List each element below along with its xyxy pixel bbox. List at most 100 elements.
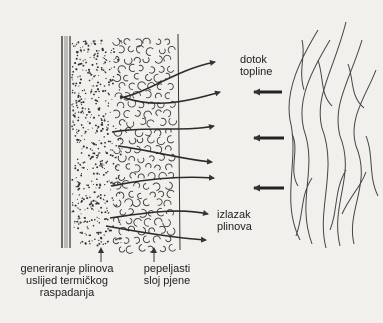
gas-dot <box>107 124 108 125</box>
gas-dot <box>80 102 82 104</box>
gas-dot <box>80 49 82 51</box>
gas-dot <box>110 79 112 81</box>
gas-dot <box>105 203 106 204</box>
gas-dot <box>102 115 104 117</box>
foam-bubble <box>167 136 173 143</box>
gas-dot <box>73 46 74 47</box>
gas-dot <box>73 114 75 116</box>
gas-dot <box>81 232 83 234</box>
gas-dot <box>121 151 122 152</box>
gas-dot <box>96 184 98 186</box>
gas-dot <box>96 50 97 51</box>
gas-dot <box>105 100 106 101</box>
gas-dot <box>115 157 116 158</box>
gas-dot <box>80 242 81 243</box>
gas-dot <box>91 156 93 158</box>
foam-bubble <box>139 102 144 108</box>
foam-bubble <box>159 154 164 160</box>
gas-dot <box>96 131 98 133</box>
gas-dot <box>85 62 87 64</box>
foam-bubble <box>128 101 136 107</box>
gas-outflow-line-2: plinova <box>217 221 252 233</box>
foam-bubble <box>169 244 175 251</box>
gas-dot <box>91 64 93 66</box>
gas-dot <box>95 75 96 76</box>
gas-dot <box>116 204 118 206</box>
foam-bubble <box>128 46 133 52</box>
gas-dot <box>78 223 80 225</box>
gas-dot <box>101 122 103 124</box>
gas-dot <box>97 53 99 55</box>
gas-dot <box>78 130 80 132</box>
heat-inflow-line-1: dotok <box>240 54 272 66</box>
gas-dot <box>90 74 92 76</box>
gas-dot <box>115 145 117 147</box>
gas-dot <box>90 92 91 93</box>
gas-dot <box>96 157 98 159</box>
foam-bubble <box>157 84 162 90</box>
foam-bubble <box>148 136 155 143</box>
gas-dot <box>88 45 90 47</box>
gas-dot <box>93 209 94 210</box>
gas-dot <box>105 172 107 174</box>
gas-dot <box>121 42 122 43</box>
gas-dot <box>107 105 109 107</box>
gas-dot <box>98 148 99 149</box>
gas-dot <box>101 119 103 121</box>
gas-dot <box>97 221 98 222</box>
gas-dot <box>95 187 96 188</box>
gas-dot <box>95 124 97 126</box>
gas-dot <box>76 51 78 53</box>
gas-generation-zone <box>71 40 122 247</box>
foam-bubble <box>156 39 161 44</box>
gas-dot <box>80 47 81 48</box>
gas-dot <box>84 40 86 42</box>
gas-dot <box>82 46 83 47</box>
gas-dot <box>98 211 99 212</box>
gas-dot <box>72 128 74 130</box>
foam-bubble <box>143 199 149 206</box>
gas-dot <box>74 62 76 64</box>
foam-bubble <box>125 199 133 207</box>
gas-arrow <box>112 177 214 186</box>
gas-dot <box>118 238 120 240</box>
foam-bubble <box>160 226 166 233</box>
foam-bubble <box>150 192 155 197</box>
gas-dot <box>77 55 79 57</box>
gas-dot <box>110 52 111 53</box>
gas-dot <box>72 90 73 91</box>
gas-dot <box>77 207 78 208</box>
foam-bubble <box>156 110 161 116</box>
gas-dot <box>93 93 95 95</box>
foam-bubble <box>118 156 126 162</box>
foam-bubble <box>119 83 125 89</box>
gas-dot <box>78 93 79 94</box>
gas-dot <box>102 167 103 168</box>
foam-bubble <box>119 46 124 53</box>
gas-dot <box>100 161 102 163</box>
gas-dot <box>100 232 102 234</box>
gas-dot <box>101 163 102 164</box>
gas-dot <box>78 215 80 217</box>
foam-bubble <box>135 130 143 137</box>
gas-dot <box>77 169 79 171</box>
gas-dot <box>107 171 108 172</box>
gas-dot <box>92 205 94 207</box>
gas-dot <box>100 43 101 44</box>
gas-dot <box>78 111 80 113</box>
gas-dot <box>72 203 73 204</box>
foam-bubble <box>124 238 129 244</box>
heat-inflow-line-2: topline <box>240 66 272 78</box>
gas-dot <box>93 85 94 86</box>
gas-dot <box>97 245 99 247</box>
gas-dot <box>116 157 117 158</box>
gas-dot <box>74 221 75 222</box>
gas-dot <box>89 71 90 72</box>
foam-bubble <box>166 182 173 189</box>
gas-dot <box>109 69 111 71</box>
gas-dot <box>97 81 99 83</box>
gas-dot <box>82 65 84 67</box>
gas-dot <box>87 121 88 122</box>
gas-dot <box>103 63 104 64</box>
foam-outer-edge <box>178 34 180 250</box>
